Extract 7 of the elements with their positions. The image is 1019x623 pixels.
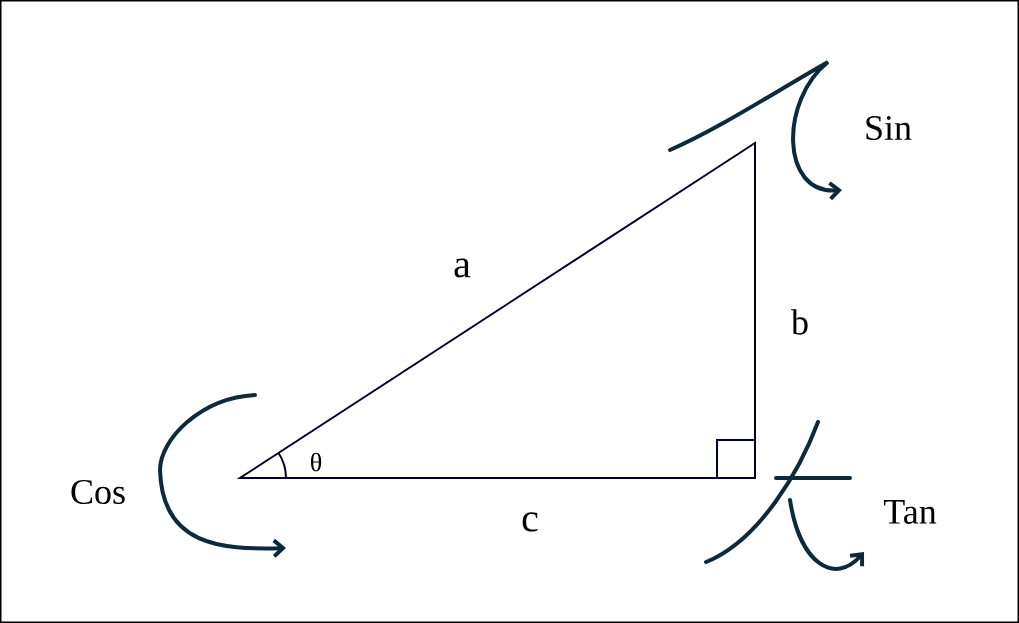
label: b bbox=[791, 309, 808, 335]
label: Cos bbox=[71, 479, 125, 505]
label: θ bbox=[311, 452, 322, 472]
label: a bbox=[454, 258, 471, 278]
label: c bbox=[522, 512, 538, 532]
label: Tan bbox=[883, 500, 937, 524]
label: Sin bbox=[866, 115, 912, 141]
